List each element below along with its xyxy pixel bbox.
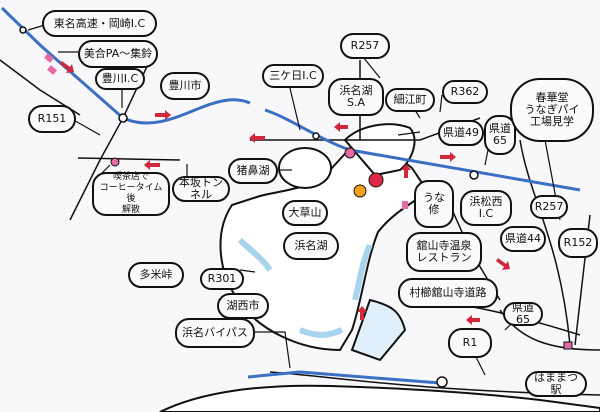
lake-north — [343, 123, 416, 177]
label-prefectural-road-44[interactable]: 県道44 — [500, 226, 546, 252]
label-r257-south[interactable]: R257 — [530, 195, 568, 219]
arrow-icon — [334, 122, 348, 132]
cafe-spot[interactable] — [110, 157, 120, 167]
daikusayama-spot[interactable] — [353, 184, 367, 198]
label-hamanako-sa[interactable]: 浜名湖 S.A — [328, 78, 384, 116]
label-unashu[interactable]: うな 修 — [414, 180, 454, 228]
arrow-icon — [440, 152, 456, 162]
label-shunkado-factory[interactable]: 春華堂 うなぎパイ 工場見学 — [510, 78, 594, 142]
label-prefectural-road-65-south[interactable]: 県道65 — [503, 302, 543, 326]
lake-shade — [237, 237, 373, 338]
label-r301[interactable]: R301 — [200, 268, 244, 290]
arrow-icon — [144, 160, 160, 170]
label-kanzanji-onsen-restaurant[interactable]: 舘山寺温泉 レストラン — [406, 232, 482, 272]
arrow-icon — [401, 164, 411, 178]
label-inohana-lake[interactable]: 猪鼻湖 — [228, 158, 278, 184]
label-r362[interactable]: R362 — [442, 80, 488, 104]
label-daikusayama[interactable]: 大草山 — [282, 200, 328, 226]
label-hosoe-town[interactable]: 細江町 — [385, 88, 435, 112]
label-mikkabi-ic[interactable]: 三ケ日I.C — [262, 64, 324, 88]
tomei-highway-west — [0, 6, 251, 125]
parking-spot — [44, 53, 54, 63]
label-murakushi-kanzanji-road[interactable]: 村櫛舘山寺道路 — [398, 278, 498, 308]
label-r152[interactable]: R152 — [558, 228, 598, 258]
label-hamana-bypass[interactable]: 浜名バイパス — [175, 318, 255, 348]
interchange-nodes — [19, 26, 479, 388]
arrow-icon — [249, 133, 265, 143]
label-hamanako[interactable]: 浜名湖 — [283, 232, 339, 260]
arrow-icon — [466, 315, 480, 325]
label-toyokawa-ic[interactable]: 豊川I.C — [95, 68, 145, 90]
parking-spot — [47, 65, 57, 75]
label-hamamatsu-nishi-ic[interactable]: 浜松西 I.C — [460, 190, 512, 226]
kanzanji-spot[interactable] — [368, 172, 384, 188]
lake-east-inlet — [350, 298, 407, 362]
arrow-icon — [496, 258, 510, 270]
arrow-icon — [60, 61, 74, 73]
label-tomei-okazaki-ic[interactable]: 東名高速・岡崎I.C — [42, 10, 157, 37]
label-r257-north[interactable]: R257 — [340, 33, 390, 59]
label-honzaka-tunnel[interactable]: 本坂トンネル — [172, 176, 230, 202]
leader-lines — [27, 24, 561, 376]
label-toyokawa-city[interactable]: 豊川市 — [160, 72, 210, 100]
direction-arrows — [60, 61, 510, 325]
lake-inohana — [278, 147, 332, 189]
label-r1[interactable]: R1 — [448, 328, 492, 358]
label-kosai-city[interactable]: 湖西市 — [217, 293, 269, 319]
label-hamamatsu-station[interactable]: はままつ駅 — [525, 371, 587, 397]
label-parking-area[interactable]: 美合PA〜集鈴 — [78, 40, 158, 68]
arrow-icon — [155, 110, 171, 120]
label-cafe[interactable]: 喫茶店で コーヒータイム後 解散 — [92, 172, 170, 216]
arrow-icon — [357, 306, 367, 320]
station-spot — [563, 341, 573, 350]
unashu-spot — [402, 201, 408, 209]
label-r151[interactable]: R151 — [28, 105, 76, 133]
coastline — [159, 384, 600, 412]
label-tamine-pass[interactable]: 多米峠 — [128, 262, 184, 288]
label-prefectural-road-49[interactable]: 県道49 — [438, 120, 484, 146]
hamana-bypass — [247, 370, 441, 385]
sa-spot[interactable] — [344, 147, 356, 159]
